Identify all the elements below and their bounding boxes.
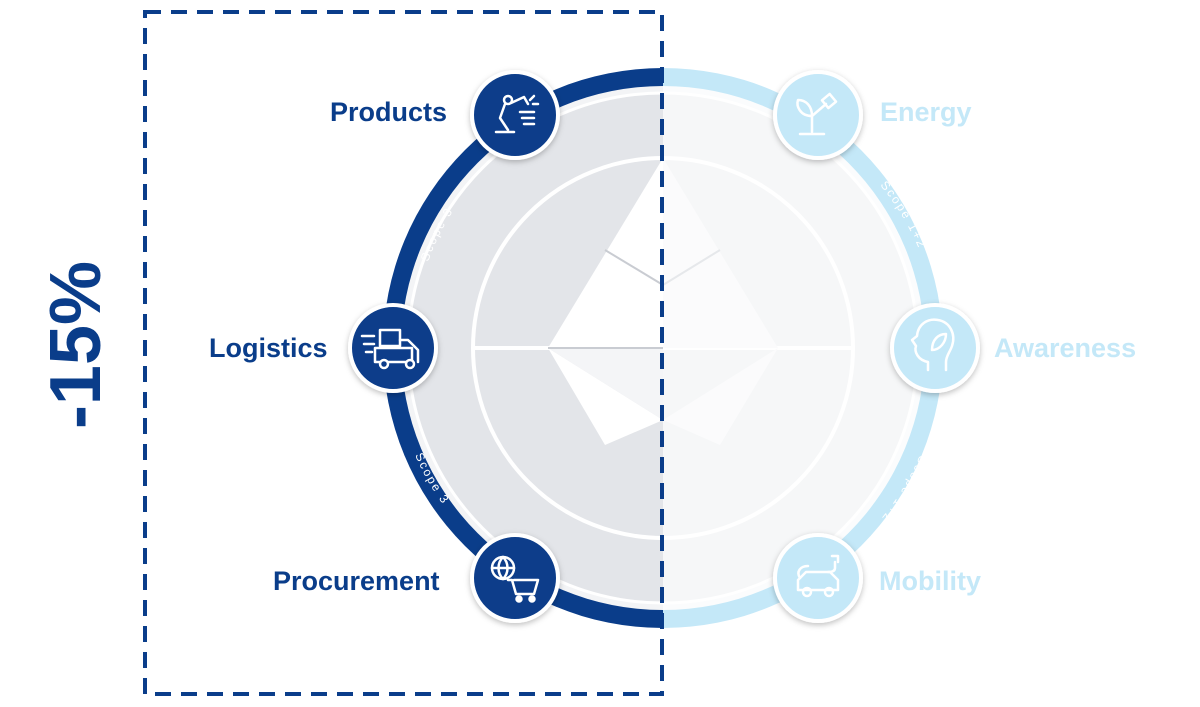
label-awareness: Awareness	[994, 333, 1137, 363]
globe-cart-icon	[470, 533, 560, 623]
plant-plug-icon	[773, 70, 863, 160]
label-energy: Energy	[880, 97, 972, 127]
electric-car-icon	[773, 533, 863, 623]
center-diamond	[473, 158, 853, 445]
selection-box	[143, 10, 664, 696]
label-logistics: Logistics	[209, 333, 328, 363]
head-leaf-icon	[890, 303, 980, 393]
delivery-truck-icon	[348, 303, 438, 393]
reduction-figure: -15%	[36, 240, 116, 450]
label-mobility: Mobility	[879, 566, 981, 596]
robot-arm-icon	[470, 70, 560, 160]
label-products: Products	[330, 97, 448, 127]
label-procurement: Procurement	[273, 566, 440, 596]
reduction-value: -15%	[36, 260, 116, 430]
